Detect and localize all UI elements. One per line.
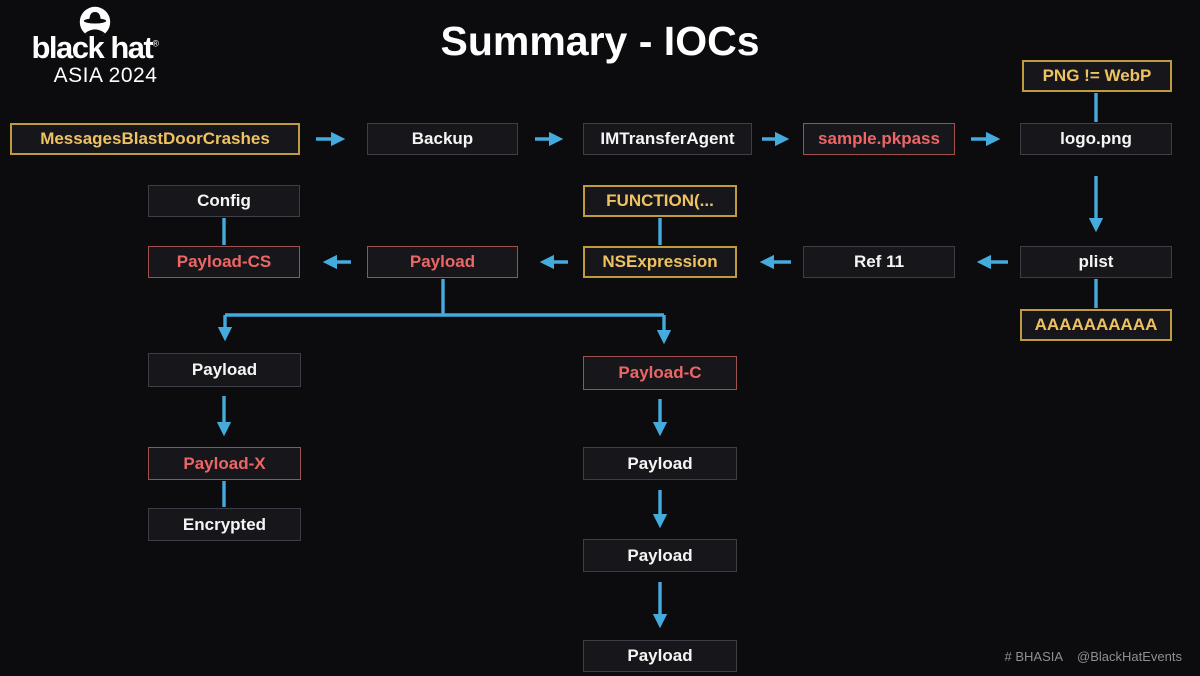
- page-title: Summary - IOCs: [440, 18, 760, 64]
- node-payload-right-2: Payload: [583, 539, 737, 572]
- node-aaaaaaaaaa: AAAAAAAAAA: [1020, 309, 1172, 341]
- node-encrypted: Encrypted: [148, 508, 301, 541]
- node-png-not-webp: PNG != WebP: [1022, 60, 1172, 92]
- footer-handle: @BlackHatEvents: [1077, 649, 1182, 664]
- node-imtransferagent: IMTransferAgent: [583, 123, 752, 155]
- registered-mark: ®: [152, 38, 159, 49]
- node-config: Config: [148, 185, 300, 217]
- branch-trunk: [225, 279, 664, 317]
- node-payload-x: Payload-X: [148, 447, 301, 480]
- node-nsexpression: NSExpression: [583, 246, 737, 278]
- blackhat-logo: black hat® ASIA 2024: [12, 6, 177, 88]
- node-payload-c: Payload-C: [583, 356, 737, 390]
- node-payload-mid: Payload: [367, 246, 518, 278]
- node-payload-right-1: Payload: [583, 447, 737, 480]
- node-sample-pkpass: sample.pkpass: [803, 123, 955, 155]
- node-plist: plist: [1020, 246, 1172, 278]
- node-payload-right-3: Payload: [583, 640, 737, 672]
- node-payload-left: Payload: [148, 353, 301, 387]
- node-logo-png: logo.png: [1020, 123, 1172, 155]
- footer-hashtag: # BHASIA: [1004, 649, 1064, 664]
- node-payload-cs: Payload-CS: [148, 246, 300, 278]
- node-messagesblastdoorcrashes: MessagesBlastDoorCrashes: [10, 123, 300, 155]
- blackhat-hat-icon: [79, 6, 111, 38]
- logo-brand: black hat®: [31, 30, 159, 65]
- node-ref-11: Ref 11: [803, 246, 955, 278]
- footer: # BHASIA @BlackHatEvents: [1005, 649, 1183, 664]
- logo-event: ASIA 2024: [53, 64, 158, 87]
- node-function: FUNCTION(...: [583, 185, 737, 217]
- node-backup: Backup: [367, 123, 518, 155]
